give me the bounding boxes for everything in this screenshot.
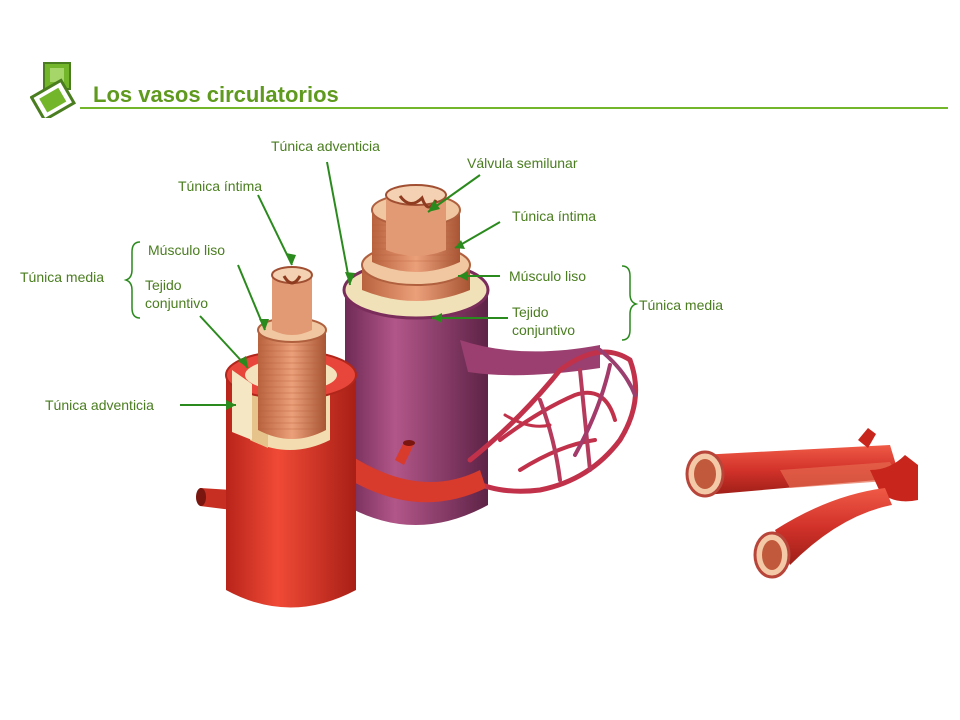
capillary-network bbox=[467, 348, 639, 494]
label-conjuntivo-left: conjuntivo bbox=[145, 295, 209, 311]
label-tunica-adventicia-left: Túnica adventicia bbox=[45, 397, 154, 413]
title-divider bbox=[80, 107, 948, 109]
artery bbox=[196, 266, 486, 608]
label-musculo-liso-right: Músculo liso bbox=[509, 268, 587, 284]
capillary-detail bbox=[685, 428, 918, 579]
logo-icon bbox=[30, 62, 77, 118]
label-musculo-liso-left: Músculo liso bbox=[148, 242, 226, 258]
label-tunica-media-right: Túnica media bbox=[639, 297, 724, 313]
label-tunica-adventicia-top: Túnica adventicia bbox=[271, 138, 380, 154]
label-conjuntivo-right: conjuntivo bbox=[512, 322, 576, 338]
pointer-arrowheads bbox=[226, 200, 468, 410]
vein bbox=[342, 184, 600, 525]
label-tunica-intima-right: Túnica íntima bbox=[512, 208, 597, 224]
tunica-media-brace-right bbox=[621, 265, 639, 341]
tunica-media-brace-left bbox=[123, 241, 141, 319]
label-tunica-intima-left: Túnica íntima bbox=[178, 178, 263, 194]
label-tunica-media-left: Túnica media bbox=[20, 269, 105, 285]
label-valvula-semilunar: Válvula semilunar bbox=[467, 155, 578, 171]
page-title: Los vasos circulatorios bbox=[93, 82, 339, 107]
label-tejido-right: Tejido bbox=[512, 304, 549, 320]
label-tejido-left: Tejido bbox=[145, 277, 182, 293]
